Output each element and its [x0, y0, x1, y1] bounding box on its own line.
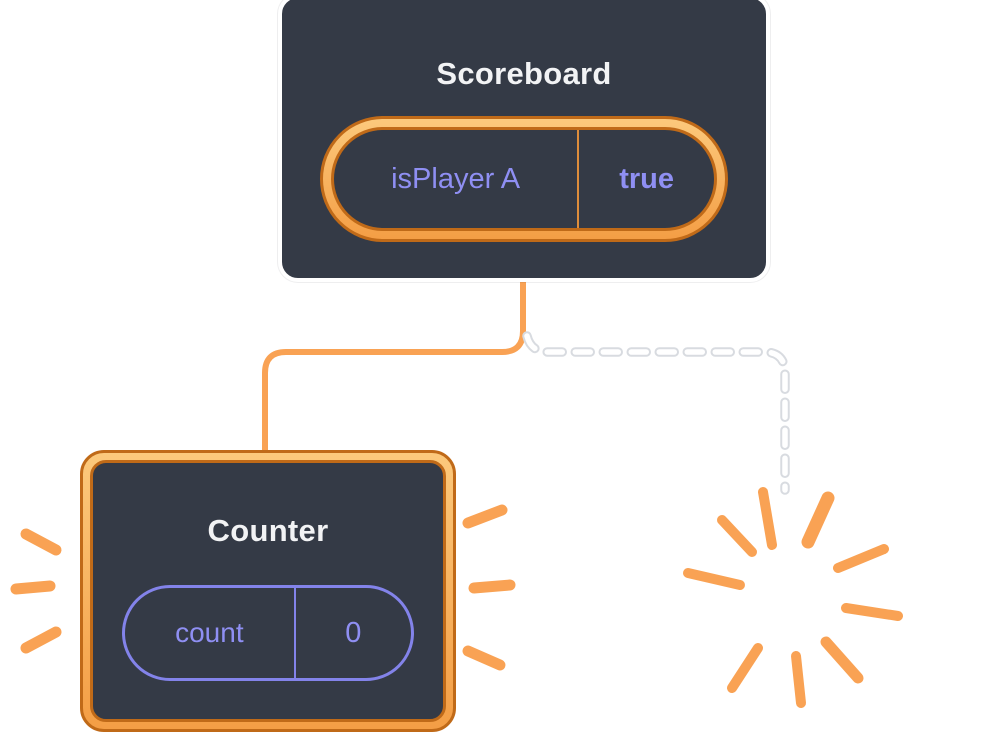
scoreboard-title: Scoreboard [436, 56, 612, 91]
counter-card: Counter count 0 [90, 460, 446, 722]
scoreboard-state-pill-highlight: isPlayer A true [320, 116, 728, 242]
scoreboard-card: Scoreboard isPlayer A true [278, 0, 770, 282]
tree-connector-dashed [522, 331, 790, 495]
poof-burst-icon [683, 487, 903, 708]
tree-connector-solid [262, 267, 526, 461]
counter-state-pill: count 0 [122, 585, 414, 681]
state-value: true [619, 162, 674, 195]
state-key: count [125, 588, 296, 678]
state-key: isPlayer A [334, 130, 580, 228]
scoreboard-state-pill: isPlayer A true [331, 127, 717, 231]
state-value: 0 [345, 616, 362, 649]
counter-card-highlight: Counter count 0 [80, 450, 456, 732]
counter-title: Counter [207, 513, 329, 548]
